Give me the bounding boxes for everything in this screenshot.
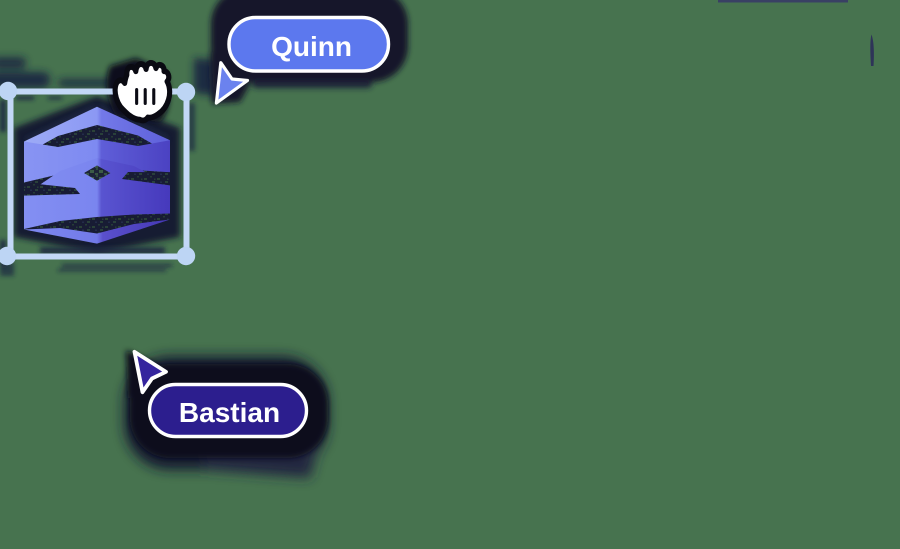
svg-text:Quinn: Quinn (271, 31, 352, 62)
svg-text:Bastian: Bastian (179, 397, 280, 428)
